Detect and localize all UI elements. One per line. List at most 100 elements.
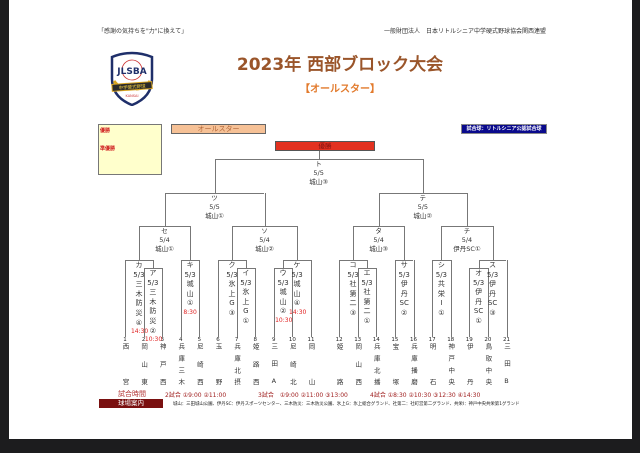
bracket-line [180, 260, 200, 261]
bracket-line [404, 226, 406, 260]
match-label-text: ③ [349, 308, 357, 317]
bracket-line [231, 226, 298, 227]
match-label-text: 上 [228, 289, 236, 298]
team-name: 三田A [269, 343, 278, 385]
bracket-line [273, 268, 293, 269]
team-number: 10 [288, 337, 296, 343]
match-date: 5/4 [159, 236, 170, 244]
team-number: 5 [197, 337, 202, 343]
team-name: 神戸西 [158, 343, 167, 385]
bracket-line [138, 226, 191, 227]
match-venue: 城山① [155, 245, 174, 253]
team-name: 尼崎西 [195, 343, 204, 385]
match-date: 5/5 [417, 203, 429, 211]
match-date: 5/5 [209, 203, 220, 211]
team-name: 兵庫北摂 [232, 343, 241, 385]
match-label-text: SC [487, 299, 498, 308]
match-label-text: ③ [228, 308, 236, 317]
bracket-line [441, 226, 443, 260]
match-label-text: ② [279, 307, 287, 316]
match-label-text: 丹 [400, 289, 408, 298]
match-label-text: 上 [242, 297, 250, 306]
bracket-line [164, 193, 265, 194]
match-label-text: ③ [489, 308, 496, 317]
bracket-line [162, 268, 164, 337]
bracket-line [255, 268, 257, 337]
match-label-text: ク [228, 261, 236, 269]
team-name: 西宮 [121, 343, 129, 385]
team-name: 神戸中央 [446, 343, 455, 385]
match-time: 14:30 [130, 328, 149, 336]
team-number: 19 [465, 337, 473, 343]
runner-up-label: 準優勝 [100, 146, 116, 152]
match-id: タ [375, 227, 382, 235]
match-label-text: 第 [349, 289, 357, 298]
team-number: 13 [354, 337, 362, 343]
match-label-text: 城 [279, 288, 287, 297]
category-label: オールスター [171, 124, 266, 134]
team-name: 姫路 [335, 343, 344, 385]
bracket-line [152, 260, 154, 268]
match-venue: 城山② [413, 212, 433, 220]
team-number: 18 [447, 337, 455, 343]
champion-box: 優勝 [275, 141, 375, 151]
bracket-line [283, 260, 285, 268]
svg-text:KANSAI: KANSAI [126, 94, 139, 98]
bracket-line [236, 268, 238, 337]
bracket-line [432, 260, 451, 261]
match-label-text: 5/3 [226, 270, 238, 279]
match-label-text: カ [135, 261, 143, 269]
match-label-text: G [243, 307, 249, 316]
match-label-text: シ [437, 261, 445, 269]
match-label-text: 5/3 [133, 270, 145, 279]
match-label-text: 災 [135, 308, 143, 317]
bracket-line [466, 193, 468, 226]
match-label-text: 5/3 [435, 270, 448, 279]
bracket-line [376, 268, 378, 337]
team-number: 1 [123, 337, 127, 343]
bracket-line [190, 226, 192, 260]
match-label-text: ① [186, 299, 194, 308]
team-name: 三田B [502, 343, 511, 385]
bracket-line [273, 268, 275, 337]
match-label-text: ② [149, 326, 157, 335]
match-label-text: 伊 [489, 280, 497, 289]
match-label-text: 氷 [242, 288, 250, 297]
match-label-text: 共 [437, 280, 445, 289]
match-venue: 城山③ [309, 178, 329, 186]
bracket-line [478, 260, 507, 261]
match-label-text: ④ [293, 299, 301, 308]
bracket-line [283, 260, 311, 261]
match-label-text: サ [400, 261, 408, 269]
team-name: 尼崎北 [288, 343, 297, 385]
match-label-text: ① [475, 316, 482, 325]
match-label-text: ① [363, 316, 371, 325]
match-time: 10:30 [144, 336, 163, 344]
team-number: 12 [335, 337, 343, 343]
match-label-text: G [229, 299, 235, 308]
team-number: 8 [253, 337, 257, 343]
match-label-text: 丹 [475, 297, 483, 306]
bracket-line [339, 260, 341, 337]
match-label-text: 5/3 [277, 278, 289, 287]
bracket-line [292, 268, 294, 337]
bracket-line [394, 260, 414, 261]
match-label-text: 山 [279, 297, 287, 306]
team-number: 9 [272, 337, 276, 343]
bracket-line [422, 159, 424, 193]
team-name: 岡山東 [139, 343, 148, 385]
bracket-line [413, 260, 415, 337]
match-label-text: 災 [149, 316, 157, 325]
page-title: 2023年 西部ブロック大会 [236, 55, 444, 75]
bracket-line [143, 268, 145, 337]
match-label-text: 山 [186, 289, 194, 298]
match-label-text: ア [149, 269, 157, 277]
results-box: 優勝 準優勝 [98, 124, 162, 175]
team-number: 11 [307, 337, 315, 343]
match-label-text: コ [349, 261, 357, 269]
